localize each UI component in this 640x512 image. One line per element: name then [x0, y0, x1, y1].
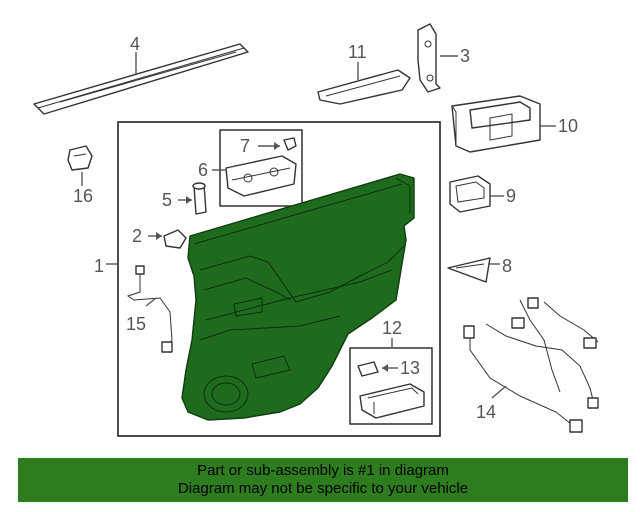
callout-5: 5 [162, 190, 172, 210]
callout-11: 11 [348, 42, 367, 62]
arrow-2 [156, 232, 162, 240]
arrow-13 [382, 364, 388, 372]
callout-9: 9 [506, 186, 516, 206]
banner-line-1: Part or sub-assembly is #1 in diagram [197, 462, 449, 479]
callout-14: 14 [476, 402, 496, 422]
callout-8: 8 [502, 256, 512, 276]
part-8-corner-cover[interactable] [447, 257, 491, 283]
leader-15 [145, 297, 157, 307]
part-13-bulb-socket[interactable] [357, 361, 379, 377]
part-7-screw[interactable] [283, 137, 297, 151]
part-4-belt-molding[interactable] [33, 43, 249, 115]
callout-16: 16 [73, 186, 93, 206]
info-banner: Part or sub-assembly is #1 in diagram Di… [18, 458, 628, 502]
callout-7: 7 [240, 136, 250, 156]
part-10-switch-bezel[interactable] [451, 95, 541, 153]
part-1-door-trim-panel[interactable] [181, 173, 415, 421]
part-15-cable[interactable] [126, 265, 173, 353]
callout-13: 13 [400, 358, 420, 378]
callout-10: 10 [558, 116, 578, 136]
leader-14 [491, 385, 507, 399]
subassembly-12-frame [349, 347, 433, 425]
part-14-wiring-harness[interactable] [463, 297, 599, 433]
callout-2: 2 [132, 226, 142, 246]
part-9-window-switch[interactable] [449, 175, 491, 213]
banner-line-2: Diagram may not be specific to your vehi… [177, 480, 469, 497]
part-6-armrest-base[interactable] [225, 155, 297, 197]
arrow-5 [186, 196, 192, 204]
subassembly-6-frame [219, 129, 303, 207]
callout-1: 1 [94, 256, 104, 276]
callout-3: 3 [460, 46, 470, 66]
callout-12: 12 [382, 318, 402, 338]
part-5-pin[interactable] [192, 182, 207, 215]
arrow-7 [274, 142, 280, 150]
assembly-1-frame [117, 121, 441, 437]
part-16-clip[interactable] [67, 145, 93, 171]
part-3-bracket[interactable] [417, 23, 441, 93]
callout-6: 6 [198, 160, 208, 180]
part-2-plug[interactable] [163, 229, 187, 249]
callout-4: 4 [130, 34, 140, 54]
part-12-courtesy-lamp[interactable] [359, 383, 425, 419]
callout-15: 15 [126, 314, 146, 334]
part-11-trim-piece[interactable] [317, 69, 411, 105]
